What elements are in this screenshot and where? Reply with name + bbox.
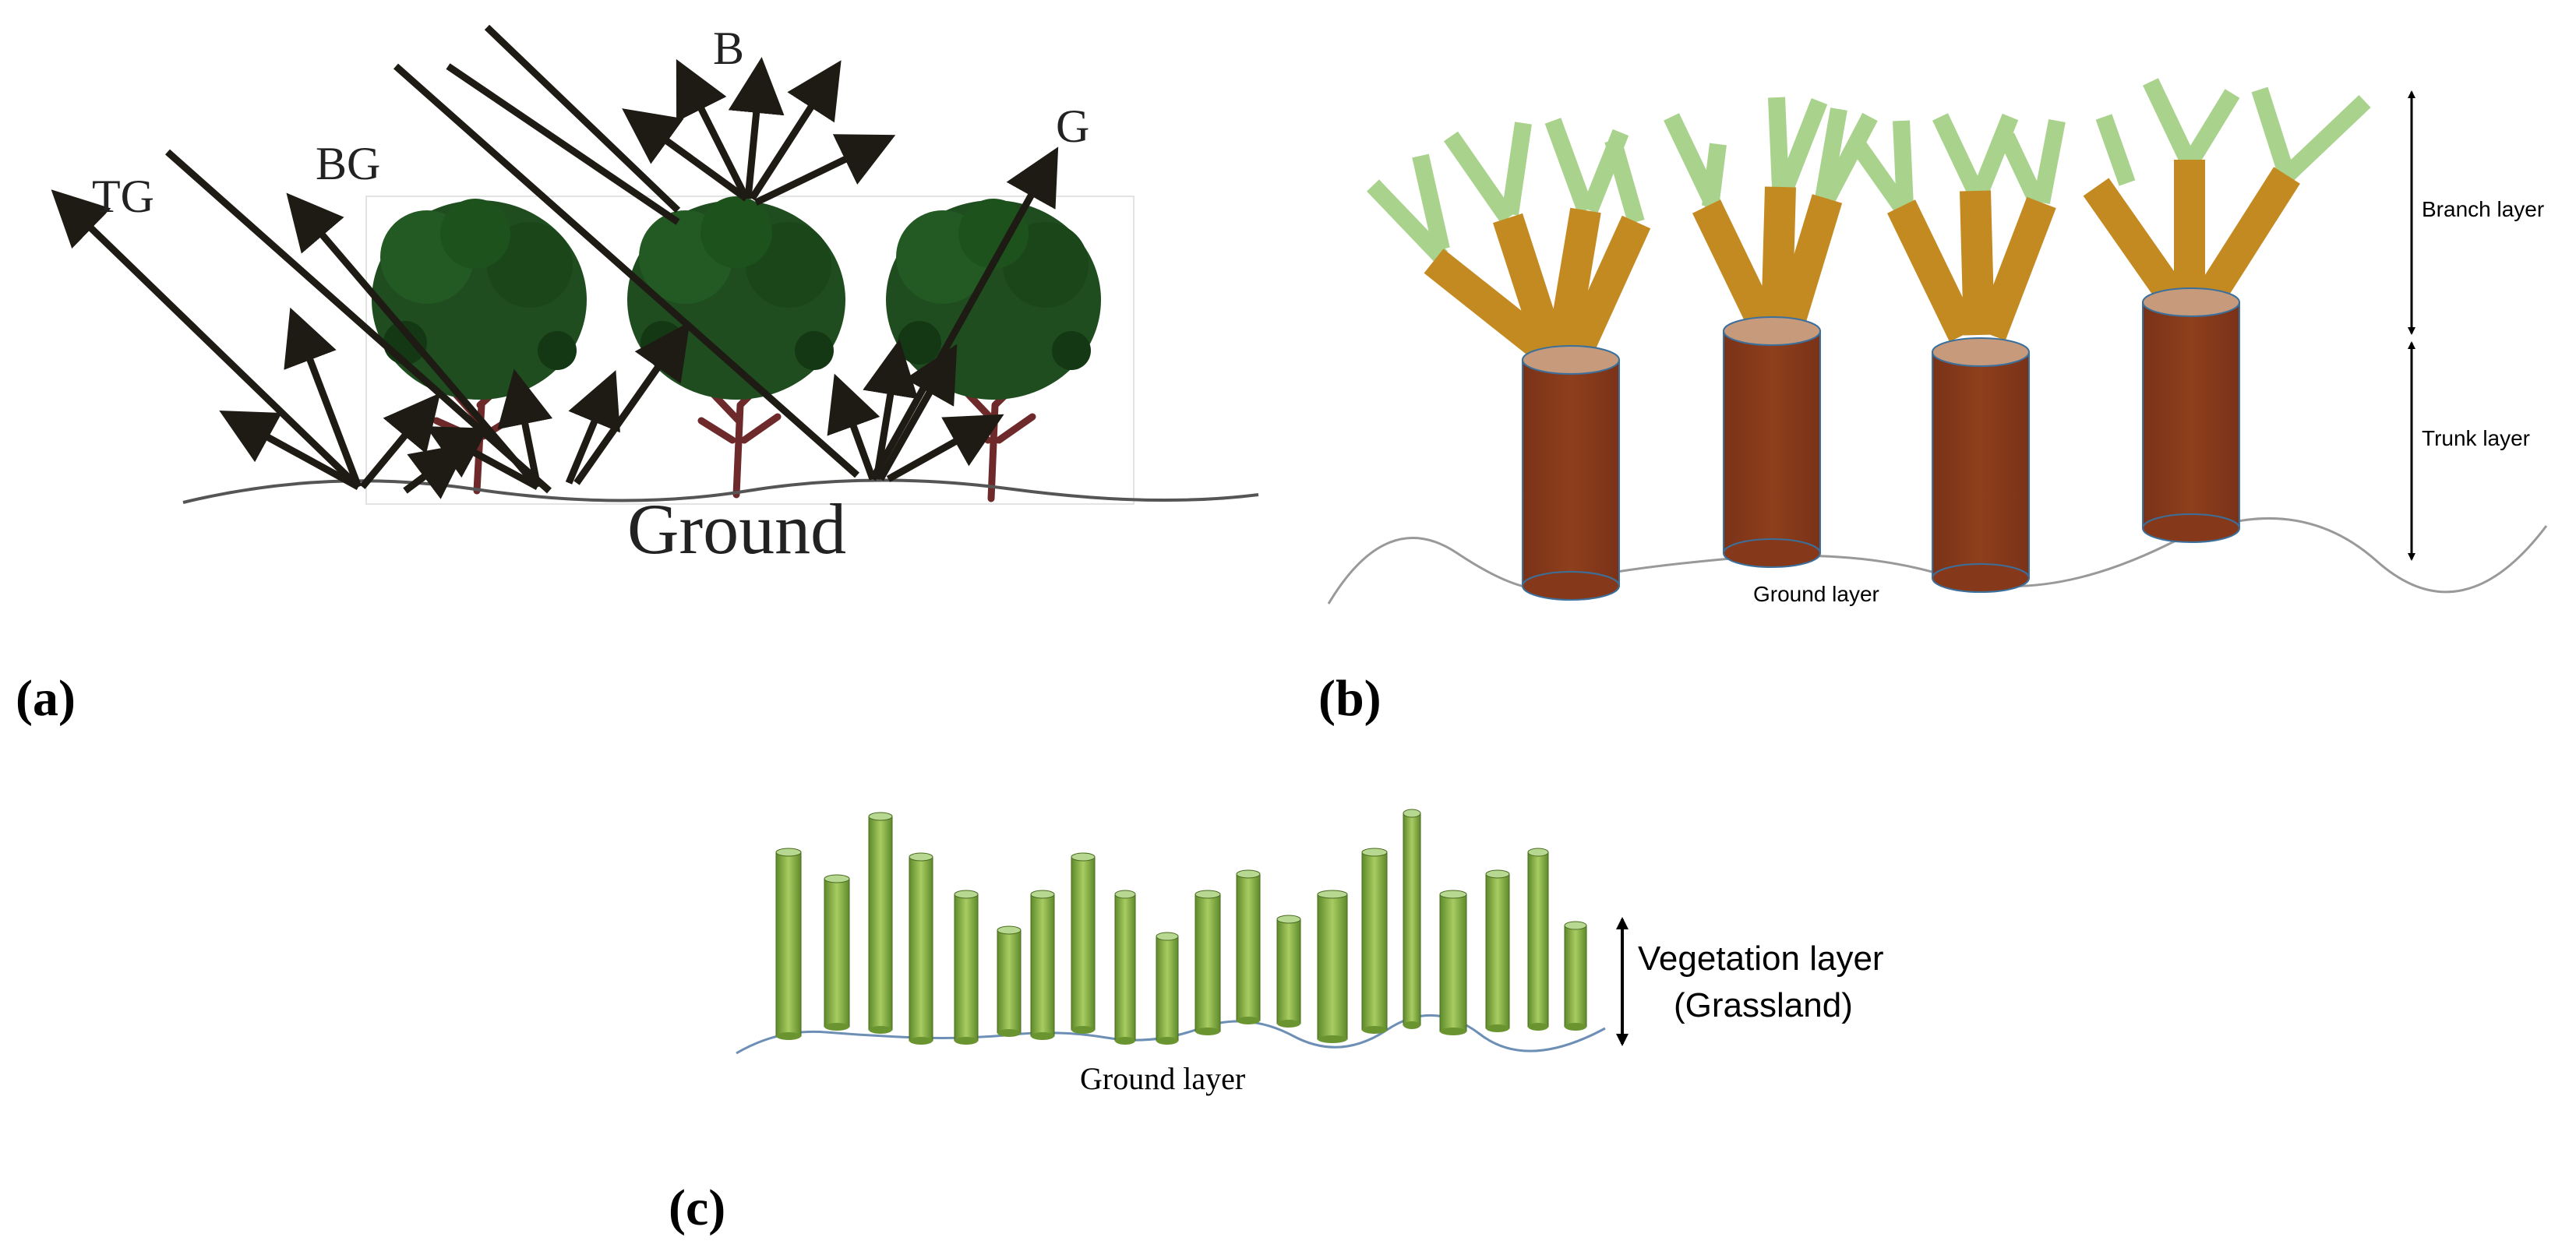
ground-line-a xyxy=(182,478,1259,504)
grass-blade xyxy=(1194,890,1221,1035)
label-grassland: (Grassland) xyxy=(1674,986,1853,1024)
grass-blade xyxy=(824,874,850,1031)
label-trunk-layer: Trunk layer xyxy=(2422,426,2530,450)
grass-blade xyxy=(1317,890,1348,1043)
panel-c-grassland-layers: Vegetation layer (Grassland) Ground laye… xyxy=(669,809,1884,1236)
grass-blade xyxy=(1527,848,1549,1031)
grass-blade xyxy=(1564,921,1587,1031)
scattered-rays xyxy=(51,57,1059,499)
panel-a-canopy-scattering: TG BG B G Ground (a) xyxy=(16,23,1259,727)
label-ground-layer-b: Ground layer xyxy=(1753,582,1879,606)
grass-blade xyxy=(868,812,893,1034)
label-g: G xyxy=(1056,100,1089,152)
grass-blade xyxy=(1485,869,1510,1032)
tree-3 xyxy=(886,199,1101,502)
grass-blade xyxy=(1071,852,1096,1034)
tree-model-2 xyxy=(1664,97,1878,568)
grass-blade xyxy=(1361,848,1388,1034)
caption-a: (a) xyxy=(16,670,76,727)
label-ground-layer-c: Ground layer xyxy=(1080,1061,1245,1096)
grass-blade xyxy=(909,852,933,1045)
grass-blade xyxy=(1030,890,1055,1040)
grass-blade xyxy=(775,848,802,1040)
ground-line-b xyxy=(1327,516,2548,605)
label-tg: TG xyxy=(92,171,154,222)
grass-blade xyxy=(1156,932,1179,1045)
tree-model-4 xyxy=(2083,78,2371,543)
tree-1 xyxy=(372,199,587,495)
label-ground: Ground xyxy=(627,489,846,569)
grass-blades xyxy=(775,809,1587,1045)
grass-blade xyxy=(997,925,1022,1037)
label-bg: BG xyxy=(316,138,380,189)
grass-blade xyxy=(1114,890,1136,1045)
panel-b-forest-layers: Branch layer Trunk layer Ground layer (b… xyxy=(1318,78,2548,727)
label-branch-layer: Branch layer xyxy=(2422,197,2544,221)
grass-blade xyxy=(1276,915,1301,1028)
grass-blade xyxy=(1403,809,1421,1029)
label-vegetation-layer: Vegetation layer xyxy=(1638,940,1884,978)
grass-blade xyxy=(954,890,979,1045)
tree-model-3 xyxy=(1847,113,2066,593)
tree-model-1 xyxy=(1367,118,1651,601)
caption-b: (b) xyxy=(1318,670,1382,727)
tree-2 xyxy=(627,196,845,499)
caption-c: (c) xyxy=(669,1179,725,1236)
grass-blade xyxy=(1236,869,1261,1024)
label-b: B xyxy=(713,23,744,74)
grass-blade xyxy=(1439,890,1467,1035)
